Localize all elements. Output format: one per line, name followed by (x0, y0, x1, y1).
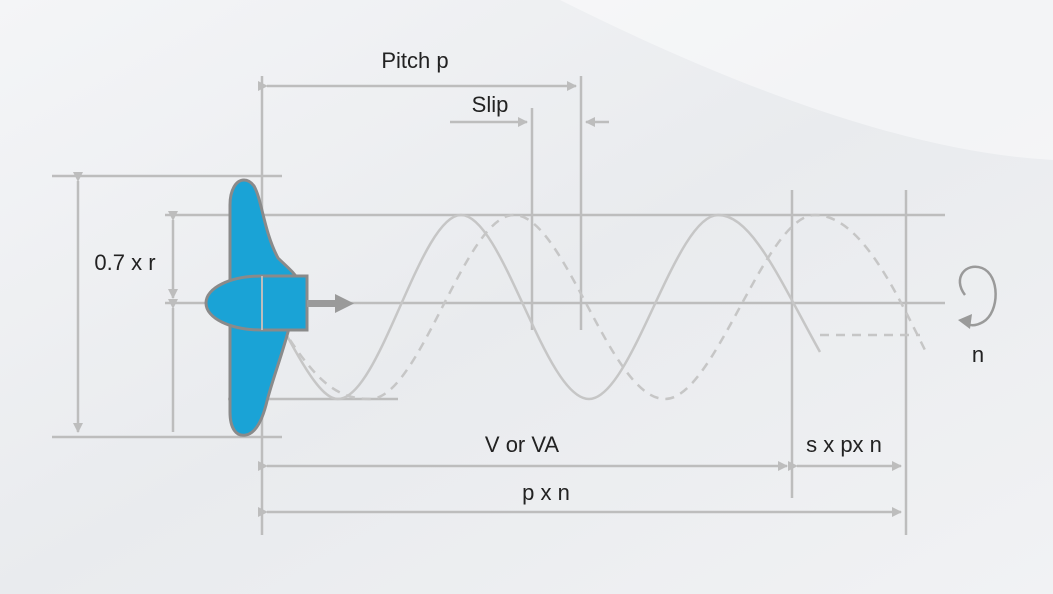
pitch-label: Pitch p (381, 48, 448, 73)
radius-label: 0.7 x r (94, 250, 155, 275)
actual-helix-path (270, 213, 822, 401)
rotation-label: n (972, 342, 984, 367)
theoretical-distance-label: p x n (522, 480, 570, 505)
theoretical-helix-path (288, 213, 927, 401)
slip-distance-label: s x px n (806, 432, 882, 457)
background-highlight (560, 0, 1053, 160)
propeller-hub (204, 274, 309, 332)
propeller-icon (204, 178, 309, 437)
rotation-arrow-icon (958, 265, 997, 329)
propeller-lower-blade (228, 322, 292, 437)
dimension-arrows (73, 81, 902, 517)
thrust-arrow-icon (307, 294, 354, 313)
propeller-upper-blade (228, 178, 303, 284)
slip-label: Slip (472, 92, 509, 117)
speed-label: V or VA (485, 432, 560, 457)
